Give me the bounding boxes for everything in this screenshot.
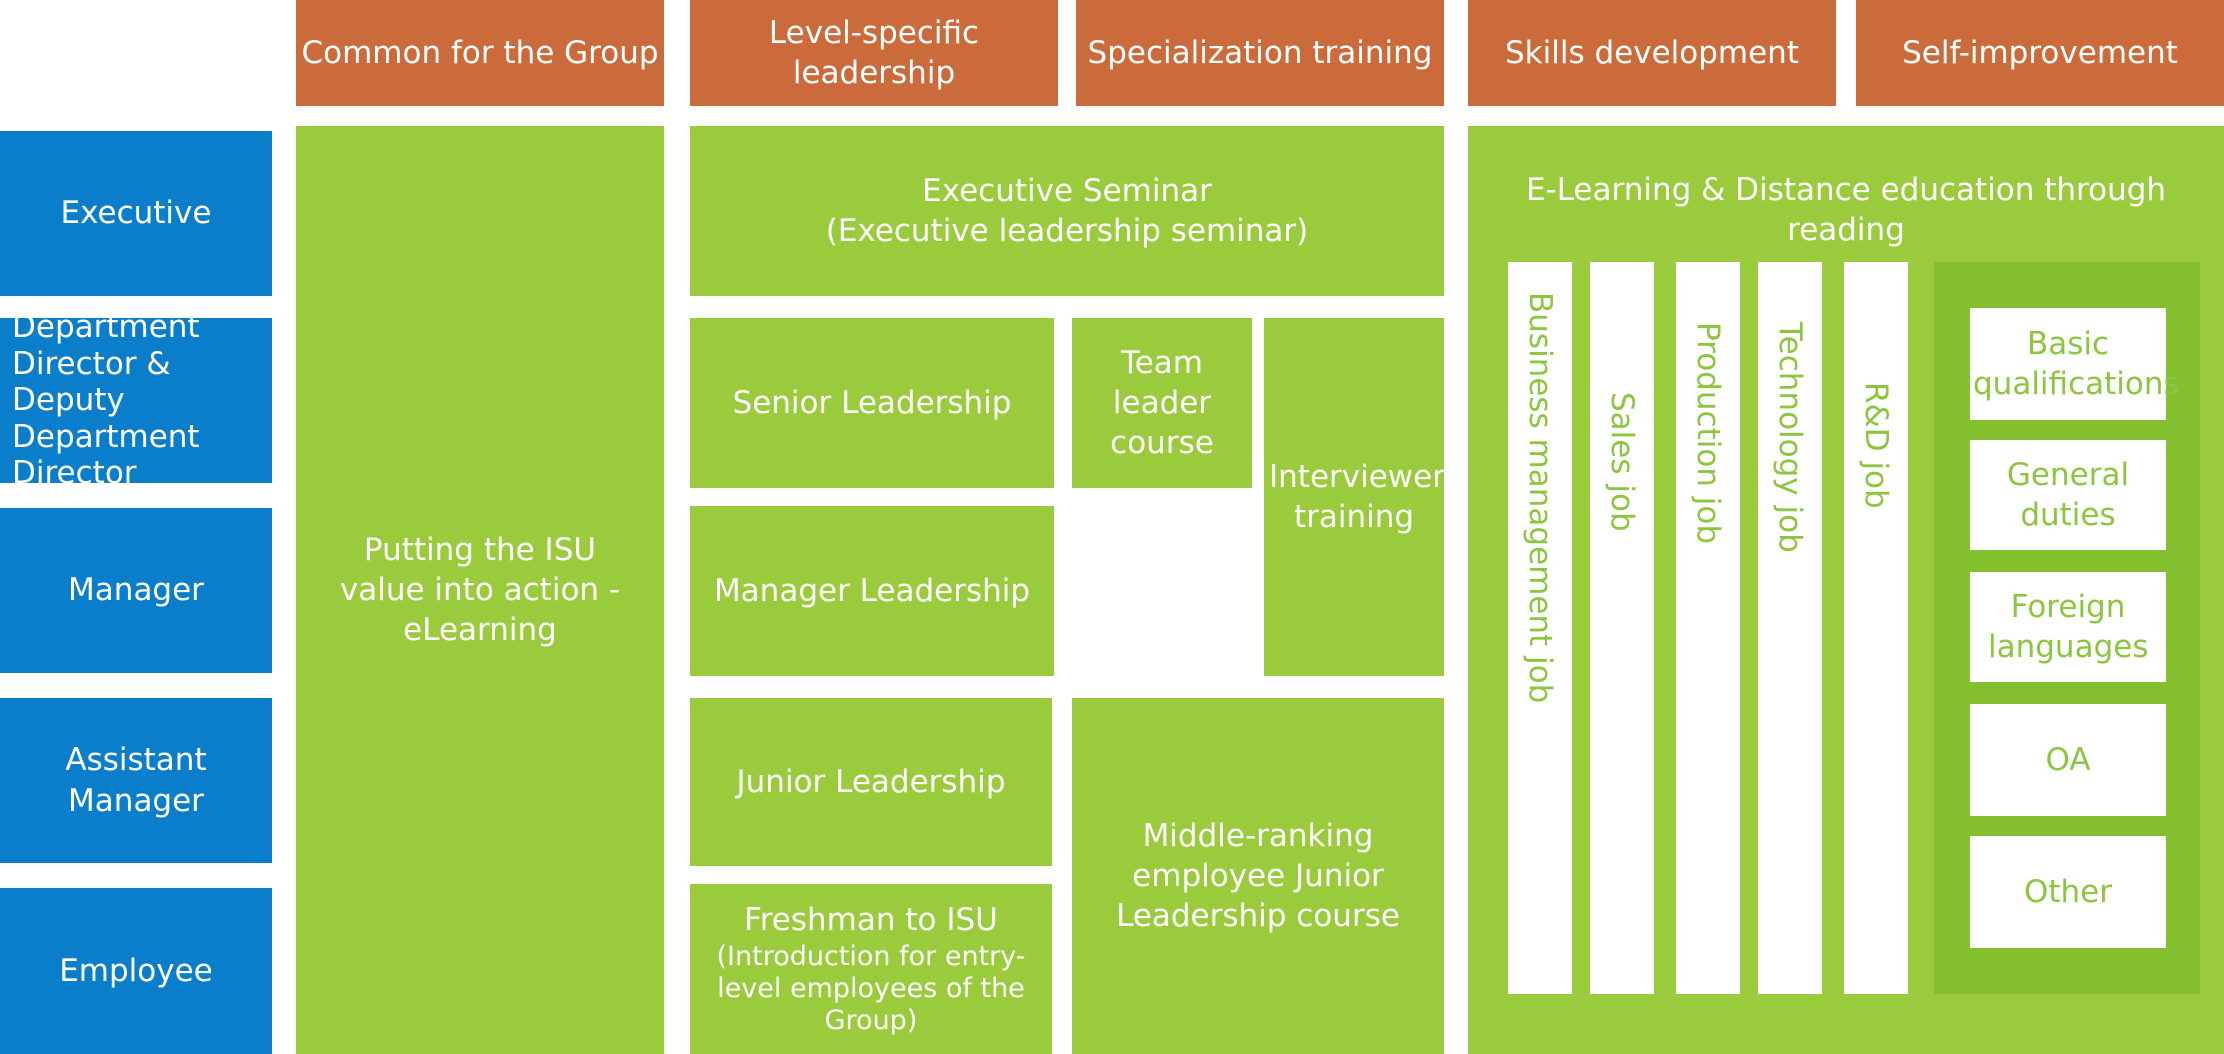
job-bar-sales: Sales job <box>1590 262 1654 994</box>
header-skills-label: Skills development <box>1505 34 1799 71</box>
executive-seminar-subtitle: (Executive leadership seminar) <box>825 213 1309 249</box>
header-level-specific: Level-specific leadership <box>690 0 1058 106</box>
self-item-oa-label: OA <box>2045 741 2091 778</box>
self-item-basic-qualifications: Basic qualifications <box>1970 308 2180 420</box>
senior-leadership-box: Senior Leadership <box>690 318 1054 488</box>
junior-leadership-label: Junior Leadership <box>736 763 1006 800</box>
manager-leadership-label: Manager Leadership <box>713 572 1031 609</box>
self-item-foreign-languages-label: Foreign languages <box>1988 588 2149 665</box>
row-assistant-manager-label: Assistant Manager <box>65 742 207 819</box>
job-bar-rnd: R&D job <box>1844 262 1908 994</box>
header-common: Common for the Group <box>296 0 664 106</box>
row-manager: Manager <box>0 508 272 673</box>
row-employee: Employee <box>0 888 272 1054</box>
self-item-general-duties-label: General duties <box>2006 456 2130 533</box>
job-bar-business-management: Business management job <box>1508 262 1572 994</box>
row-executive: Executive <box>0 131 272 296</box>
job-bar-production: Production job <box>1676 262 1740 994</box>
manager-leadership-box: Manager Leadership <box>690 506 1054 676</box>
job-bar-technology: Technology job <box>1758 262 1822 994</box>
row-employee-label: Employee <box>59 952 213 989</box>
header-specialization-label: Specialization training <box>1087 34 1433 71</box>
job-production-label: Production job <box>1690 322 1726 545</box>
junior-leadership-box: Junior Leadership <box>690 698 1052 866</box>
row-department-director-label: Department Director & Deputy Department … <box>12 309 200 492</box>
row-department-director: Department Director & Deputy Department … <box>0 309 272 491</box>
header-self-improvement: Self-improvement <box>1856 0 2224 106</box>
interviewer-training-box: Interviewer training <box>1264 318 1445 676</box>
middle-ranking-label: Middle-ranking employee Junior Leadershi… <box>1116 817 1400 935</box>
row-assistant-manager: Assistant Manager <box>0 698 272 863</box>
team-leader-course-box: Team leader course <box>1072 318 1252 488</box>
header-level-specific-label: Level-specific leadership <box>768 14 980 91</box>
common-elearning-box: Putting the ISU value into action - eLea… <box>296 126 664 1054</box>
team-leader-course-label: Team leader course <box>1110 344 1214 462</box>
senior-leadership-label: Senior Leadership <box>732 384 1012 421</box>
freshman-title: Freshman to ISU <box>744 902 998 939</box>
row-executive-label: Executive <box>60 195 212 232</box>
self-item-foreign-languages: Foreign languages <box>1970 572 2166 682</box>
elearning-label: E-Learning & Distance education through … <box>1525 172 2167 249</box>
job-business-management-label: Business management job <box>1522 292 1558 704</box>
executive-seminar-box: Executive Seminar (Executive leadership … <box>690 126 1444 296</box>
freshman-subtitle: (Introduction for entry-level employees … <box>716 940 1026 1037</box>
header-self-improvement-label: Self-improvement <box>1902 34 2178 71</box>
job-technology-label: Technology job <box>1772 322 1808 553</box>
self-item-oa: OA <box>1970 704 2166 816</box>
job-sales-label: Sales job <box>1604 392 1640 532</box>
interviewer-training-label: Interviewer training <box>1269 458 1445 535</box>
common-elearning-label: Putting the ISU value into action - eLea… <box>339 531 621 649</box>
header-skills: Skills development <box>1468 0 1836 106</box>
self-item-general-duties: General duties <box>1970 440 2166 550</box>
self-item-other: Other <box>1970 836 2166 948</box>
header-common-label: Common for the Group <box>301 34 659 71</box>
row-manager-label: Manager <box>68 572 204 609</box>
freshman-box: Freshman to ISU (Introduction for entry-… <box>690 884 1052 1054</box>
self-item-other-label: Other <box>2023 873 2113 910</box>
middle-ranking-box: Middle-ranking employee Junior Leadershi… <box>1072 698 1444 1054</box>
self-item-basic-qualifications-label: Basic qualifications <box>1973 325 2180 402</box>
job-rnd-label: R&D job <box>1858 382 1894 509</box>
executive-seminar-title: Executive Seminar <box>922 172 1212 209</box>
header-specialization: Specialization training <box>1076 0 1444 106</box>
